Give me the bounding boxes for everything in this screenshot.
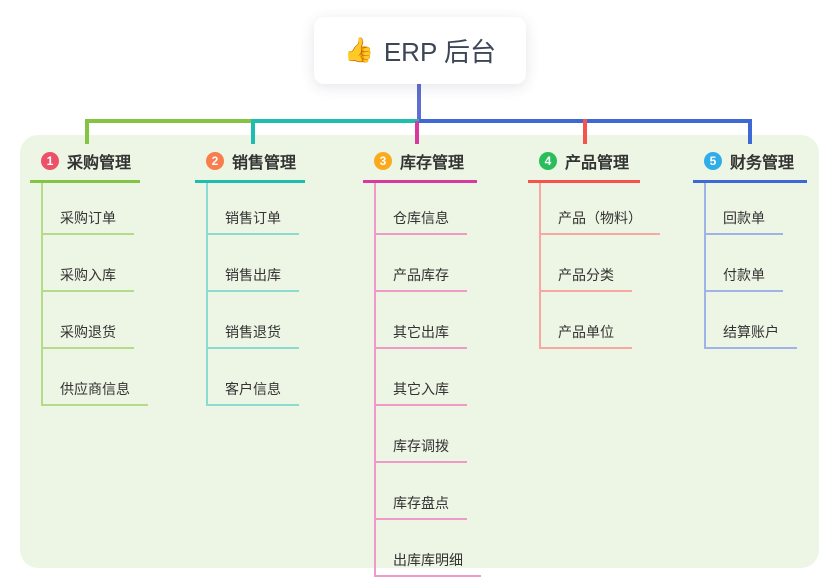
thumbs-up-emoji: 👍	[343, 36, 374, 64]
branch-children-sales: 销售订单 销售出库 销售退货 客户信息	[206, 183, 305, 406]
node-label: 库存盘点	[393, 495, 449, 511]
branch-inventory-management: 3 库存管理 仓库信息 产品库存 其它出库 其它入库 库存调拨 库存盘点 出库库…	[363, 149, 481, 577]
node-product-unit[interactable]: 产品单位	[541, 292, 632, 349]
branch-title-label: 财务管理	[730, 155, 795, 172]
node-purchase-order[interactable]: 采购订单	[43, 183, 134, 235]
drop-inventory-connector	[415, 121, 419, 144]
node-label: 仓库信息	[393, 210, 449, 226]
node-label: 其它出库	[393, 324, 449, 340]
root-node-erp-backend[interactable]: 👍 ERP 后台	[314, 17, 526, 84]
drop-product-connector	[583, 119, 587, 144]
branch-children-inventory: 仓库信息 产品库存 其它出库 其它入库 库存调拨 库存盘点 出库库明细	[374, 183, 481, 577]
branch-sales-management: 2 销售管理 销售订单 销售出库 销售退货 客户信息	[195, 149, 305, 406]
node-other-inbound[interactable]: 其它入库	[376, 349, 467, 406]
node-receipt-bill[interactable]: 回款单	[706, 183, 783, 235]
branch-children-purchase: 采购订单 采购入库 采购退货 供应商信息	[41, 183, 148, 406]
badge-3-icon: 3	[374, 152, 392, 170]
node-customer-info[interactable]: 客户信息	[208, 349, 299, 406]
node-sales-return[interactable]: 销售退货	[208, 292, 299, 349]
branch-title-inventory[interactable]: 3 库存管理	[363, 149, 477, 183]
branch-finance-management: 5 财务管理 回款单 付款单 结算账户	[693, 149, 807, 349]
rail-purchase-connector	[85, 119, 253, 123]
branch-title-label: 库存管理	[400, 155, 465, 172]
root-connector-line	[417, 84, 421, 123]
node-label: 采购退货	[60, 324, 116, 340]
node-label: 销售订单	[225, 210, 281, 226]
branches-background-panel	[20, 135, 819, 568]
branch-title-label: 产品管理	[565, 155, 630, 172]
node-label: 其它入库	[393, 381, 449, 397]
node-label: 采购入库	[60, 267, 116, 283]
badge-4-icon: 4	[539, 152, 557, 170]
rail-sales-connector	[251, 119, 419, 123]
node-settlement-account[interactable]: 结算账户	[706, 292, 797, 349]
branch-title-purchase[interactable]: 1 采购管理	[30, 149, 140, 183]
branch-title-label: 销售管理	[232, 155, 297, 172]
node-label: 采购订单	[60, 210, 116, 226]
node-warehouse-info[interactable]: 仓库信息	[376, 183, 467, 235]
branch-title-finance[interactable]: 5 财务管理	[693, 149, 807, 183]
branch-title-sales[interactable]: 2 销售管理	[195, 149, 305, 183]
node-label: 结算账户	[723, 324, 779, 340]
node-payment-bill[interactable]: 付款单	[706, 235, 783, 292]
node-label: 产品库存	[393, 267, 449, 283]
node-stock-transfer[interactable]: 库存调拨	[376, 406, 467, 463]
branch-children-product: 产品（物料） 产品分类 产品单位	[539, 183, 660, 349]
node-purchase-inbound[interactable]: 采购入库	[43, 235, 134, 292]
node-label: 回款单	[723, 210, 765, 226]
node-stock-taking[interactable]: 库存盘点	[376, 463, 467, 520]
node-label: 客户信息	[225, 381, 281, 397]
root-node-label: ERP 后台	[383, 37, 497, 67]
drop-finance-connector	[748, 119, 752, 144]
drop-purchase-connector	[85, 119, 89, 144]
node-sales-order[interactable]: 销售订单	[208, 183, 299, 235]
branch-title-label: 采购管理	[67, 155, 132, 172]
node-label: 销售出库	[225, 267, 281, 283]
badge-5-icon: 5	[704, 152, 722, 170]
node-purchase-return[interactable]: 采购退货	[43, 292, 134, 349]
node-label: 供应商信息	[60, 381, 130, 397]
node-sales-outbound[interactable]: 销售出库	[208, 235, 299, 292]
node-supplier-info[interactable]: 供应商信息	[43, 349, 148, 406]
drop-sales-connector	[251, 119, 255, 144]
branch-children-finance: 回款单 付款单 结算账户	[704, 183, 807, 349]
branch-product-management: 4 产品管理 产品（物料） 产品分类 产品单位	[528, 149, 660, 349]
node-label: 产品（物料）	[558, 210, 642, 226]
node-label: 库存调拨	[393, 438, 449, 454]
node-label: 出库库明细	[393, 552, 463, 568]
node-label: 付款单	[723, 267, 765, 283]
node-label: 产品单位	[558, 324, 614, 340]
node-other-outbound[interactable]: 其它出库	[376, 292, 467, 349]
branch-title-product[interactable]: 4 产品管理	[528, 149, 640, 183]
branch-purchase-management: 1 采购管理 采购订单 采购入库 采购退货 供应商信息	[30, 149, 148, 406]
node-product-stock[interactable]: 产品库存	[376, 235, 467, 292]
badge-2-icon: 2	[206, 152, 224, 170]
badge-1-icon: 1	[41, 152, 59, 170]
node-product-material[interactable]: 产品（物料）	[541, 183, 660, 235]
node-outbound-detail[interactable]: 出库库明细	[376, 520, 481, 577]
node-label: 产品分类	[558, 267, 614, 283]
node-label: 销售退货	[225, 324, 281, 340]
node-product-category[interactable]: 产品分类	[541, 235, 632, 292]
